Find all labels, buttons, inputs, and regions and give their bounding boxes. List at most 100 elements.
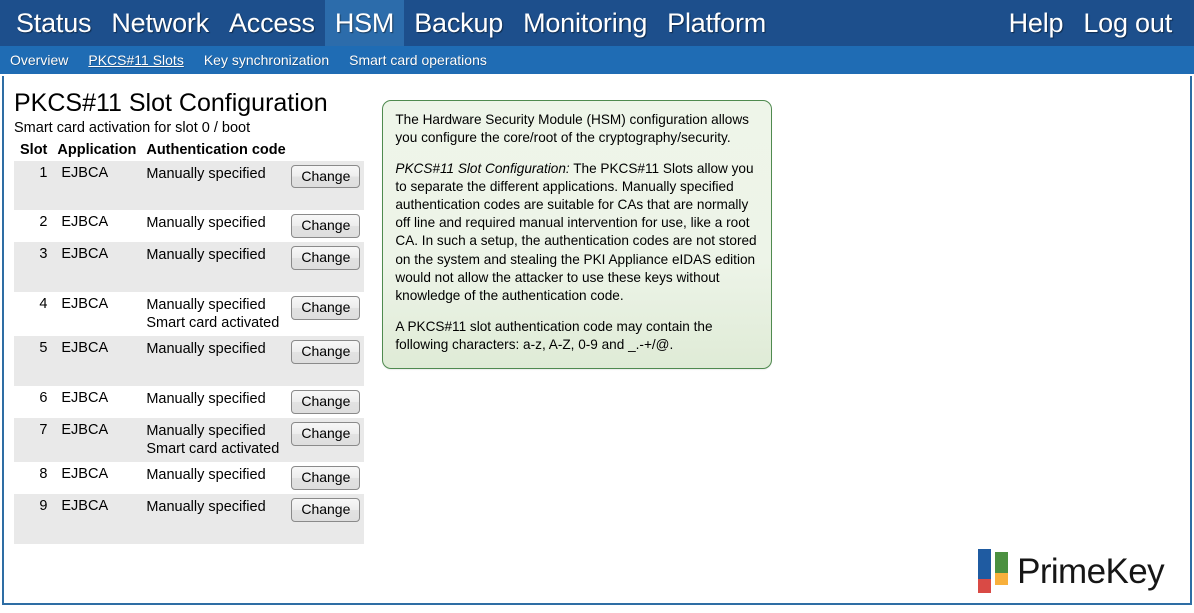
cell-authentication-code: Manually specified [142, 386, 285, 418]
cell-slot-number: 9 [14, 493, 54, 544]
info-column: The Hardware Security Module (HSM) confi… [364, 86, 1176, 603]
topnav-item-backup[interactable]: Backup [414, 7, 504, 38]
topnav-item-help[interactable]: Help [1008, 7, 1064, 38]
logo-segment-green [995, 552, 1009, 574]
change-button-slot-6[interactable]: Change [291, 389, 361, 414]
cell-slot-number: 6 [39, 389, 48, 406]
subnav-item-key-synchronization[interactable]: Key synchronization [203, 52, 330, 68]
cell-application: EJBCA [53, 493, 143, 544]
change-button-slot-1[interactable]: Change [291, 164, 361, 189]
help-paragraph-label: PKCS#11 Slot Configuration: [395, 161, 570, 177]
top-navigation-bar: Status Network Access HSM Backup Monitoring Pl… [0, 0, 1194, 46]
auth-code-line: Manually specified [146, 466, 266, 483]
auth-code-line: Manually specified [146, 422, 266, 439]
cell-action: Change [285, 336, 365, 386]
primekey-logo-mark-icon [978, 549, 1009, 593]
cell-slot-number: 3 [14, 242, 54, 292]
cell-slot-number: 5 [14, 336, 54, 386]
table-head: Slot Application Authentication code [14, 140, 364, 161]
auth-code-line: Smart card activated [146, 440, 280, 457]
primekey-logo: PrimeKey [978, 549, 1165, 593]
cell-authentication-code: Manually specified [142, 210, 285, 242]
content-inner: PKCS#11 Slot Configuration Smart card ac… [4, 76, 1190, 603]
auth-code-line: Manually specified [146, 296, 266, 313]
cell-application: EJBCA [53, 242, 143, 292]
topnav-item-access[interactable]: Access [228, 7, 315, 38]
page-title: PKCS#11 Slot Configuration [14, 89, 328, 117]
cell-action: Change [285, 417, 365, 462]
change-button-slot-5[interactable]: Change [291, 340, 361, 364]
cell-application: EJBCA [61, 214, 109, 231]
primekey-logo-text: PrimeKey [1017, 551, 1165, 591]
cell-application: EJBCA [53, 417, 143, 462]
help-paragraph-slot-config: PKCS#11 Slot Configuration: The PKCS#11 … [395, 160, 757, 305]
logo-bar-left [978, 549, 992, 593]
topnav-item-log-out[interactable]: Log out [1083, 7, 1172, 38]
topnav-item-status[interactable]: Status [16, 7, 92, 38]
auth-code-line: Manually specified [146, 165, 266, 182]
change-button-slot-4[interactable]: Change [291, 295, 361, 320]
cell-authentication-code: Manually specified [142, 462, 285, 494]
cell-authentication-code: Manually specified [142, 336, 286, 386]
column-header-application: Application [57, 141, 137, 158]
cell-authentication-code: Manually specified [142, 160, 286, 211]
topnav-item-platform[interactable]: Platform [667, 7, 767, 38]
top-navigation-left: Status Network Access HSM Backup Monitoring Pl… [6, 0, 776, 46]
cell-action: Change [285, 242, 365, 292]
auth-code-line: Manually specified [146, 215, 266, 232]
column-header-slot: Slot [20, 141, 48, 158]
change-button-slot-8[interactable]: Change [291, 465, 361, 490]
help-paragraph-charset: A PKCS#11 slot authentication code may c… [395, 318, 713, 352]
cell-application: EJBCA [61, 389, 109, 406]
logo-segment-red [978, 578, 992, 593]
auth-code-line: Manually specified [146, 247, 266, 264]
change-button-slot-2[interactable]: Change [291, 214, 361, 239]
table-row: 6 EJBCA Manually specified Change [14, 386, 364, 418]
content-frame: PKCS#11 Slot Configuration Smart card ac… [2, 76, 1192, 605]
page-subtitle: Smart card activation for slot 0 / boot [14, 119, 251, 136]
change-button-slot-3[interactable]: Change [291, 246, 361, 270]
logo-segment-yellow [995, 573, 1009, 585]
topnav-item-network[interactable]: Network [111, 7, 209, 38]
cell-authentication-code: Manually specified [142, 493, 286, 544]
logo-bar-right [995, 552, 1009, 585]
cell-authentication-code: Manually specified [142, 242, 286, 292]
auth-code-line: Smart card activated [146, 315, 280, 332]
auth-code-line: Manually specified [146, 498, 266, 515]
cell-slot-number: 7 [14, 417, 54, 462]
cell-slot-number: 8 [39, 465, 48, 482]
subnav-item-overview[interactable]: Overview [10, 52, 69, 68]
cell-slot-number: 4 [39, 295, 48, 312]
change-button-slot-7[interactable]: Change [291, 421, 361, 446]
cell-action: Change [285, 160, 365, 211]
logo-segment-blue [978, 549, 992, 579]
subnav-item-smart-card-operations[interactable]: Smart card operations [349, 52, 487, 68]
change-button-slot-9[interactable]: Change [291, 497, 361, 522]
subnav-item-pkcs-11-slots[interactable]: PKCS#11 Slots [88, 52, 184, 68]
sub-navigation-bar: Overview PKCS#11 Slots Key synchronization… [0, 46, 1194, 74]
cell-application: EJBCA [61, 295, 109, 312]
topnav-item-monitoring[interactable]: Monitoring [523, 7, 648, 38]
help-paragraph-body: The PKCS#11 Slots allow you to separate … [395, 161, 757, 303]
top-navigation-right: Help Log out [999, 0, 1194, 46]
help-paragraph-intro: The Hardware Security Module (HSM) confi… [395, 112, 749, 146]
cell-action: Change [285, 210, 364, 242]
cell-action: Change [285, 462, 364, 494]
table-header-row: Slot Application Authentication code [14, 140, 364, 161]
topnav-item-hsm[interactable]: HSM [324, 0, 405, 46]
cell-application: EJBCA [53, 336, 143, 386]
cell-action: Change [285, 292, 364, 336]
auth-code-line: Manually specified [146, 341, 266, 358]
cell-action: Change [285, 386, 364, 418]
auth-code-line: Manually specified [146, 390, 266, 407]
